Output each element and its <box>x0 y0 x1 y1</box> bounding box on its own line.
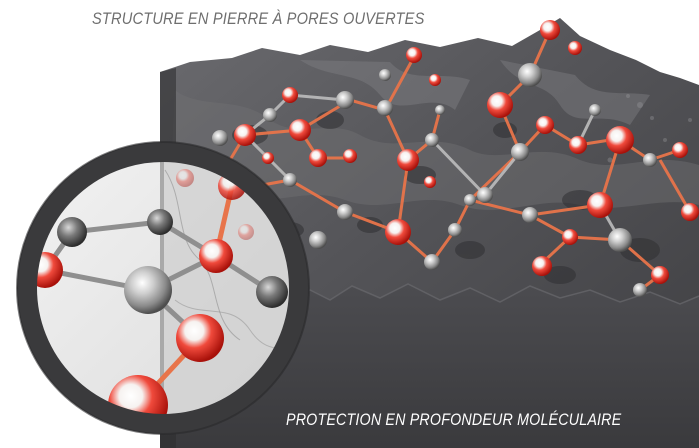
caption-bottom: PROTECTION EN PROFONDEUR MOLÉCULAIRE <box>286 410 622 429</box>
caption-top: STRUCTURE EN PIERRE À PORES OUVERTES <box>92 9 425 28</box>
molecule-network <box>177 20 699 297</box>
magnifier-lens <box>16 141 310 435</box>
silicon-atoms <box>212 63 657 297</box>
